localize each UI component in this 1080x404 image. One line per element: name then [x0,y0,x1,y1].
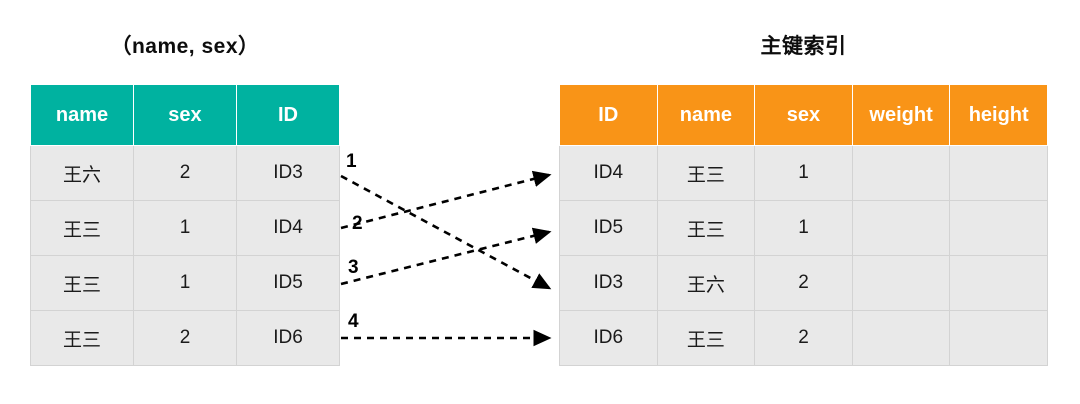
arrow-label-1: 1 [346,151,357,172]
cell-id: ID4 [559,145,658,201]
column-header-sex: sex [132,84,237,146]
cell-name: 王六 [656,255,756,311]
cell-id: ID5 [235,255,341,311]
cell-weight [851,255,951,311]
table-row: ID6 王三 2 [559,310,1048,366]
column-header-weight: weight [851,84,951,146]
cell-sex: 2 [132,310,237,366]
column-header-id: ID [559,84,658,146]
arrow-line-2 [340,170,552,230]
column-header-name: name [656,84,756,146]
table-row: 王三 1 ID4 [30,200,341,256]
cell-name: 王三 [656,145,756,201]
column-header-id: ID [235,84,341,146]
cell-sex: 2 [754,255,853,311]
cell-name: 王三 [656,310,756,366]
table-header-row: name sex ID [30,84,341,146]
cell-id: ID3 [559,255,658,311]
cell-id: ID6 [235,310,341,366]
right-table-title: 主键索引 [760,35,847,58]
cell-sex: 2 [132,145,237,201]
column-header-sex: sex [754,84,853,146]
cell-id: ID4 [235,200,341,256]
cell-height [949,310,1048,366]
table-row: 王三 2 ID6 [30,310,341,366]
cell-sex: 1 [754,200,853,256]
cell-weight [851,145,951,201]
left-table-title: （name, sex） [110,35,260,58]
column-header-name: name [30,84,134,146]
cell-height [949,145,1048,201]
cell-sex: 2 [754,310,853,366]
secondary-index-table: name sex ID 王六 2 ID3 王三 1 ID4 王三 1 ID5 王… [30,84,341,366]
arrow-label-4: 4 [348,311,359,332]
cell-weight [851,310,951,366]
cell-name: 王三 [30,255,134,311]
cell-id: ID3 [235,145,341,201]
cell-height [949,255,1048,311]
table-row: ID3 王六 2 [559,255,1048,311]
arrow-label-3: 3 [348,257,359,278]
cell-id: ID5 [559,200,658,256]
arrow-line-3 [340,227,552,286]
cell-height [949,200,1048,256]
table-header-row: ID name sex weight height [559,84,1048,146]
arrow-line-1 [340,174,552,290]
cell-sex: 1 [754,145,853,201]
table-row: 王三 1 ID5 [30,255,341,311]
table-row: ID5 王三 1 [559,200,1048,256]
cell-name: 王六 [30,145,134,201]
cell-name: 王三 [30,200,134,256]
cell-weight [851,200,951,256]
cell-name: 王三 [656,200,756,256]
cell-id: ID6 [559,310,658,366]
column-header-height: height [949,84,1048,146]
cell-sex: 1 [132,255,237,311]
arrow-label-2: 2 [352,213,363,234]
table-row: 王六 2 ID3 [30,145,341,201]
cell-sex: 1 [132,200,237,256]
table-row: ID4 王三 1 [559,145,1048,201]
primary-key-index-table: ID name sex weight height ID4 王三 1 ID5 王… [559,84,1048,366]
cell-name: 王三 [30,310,134,366]
